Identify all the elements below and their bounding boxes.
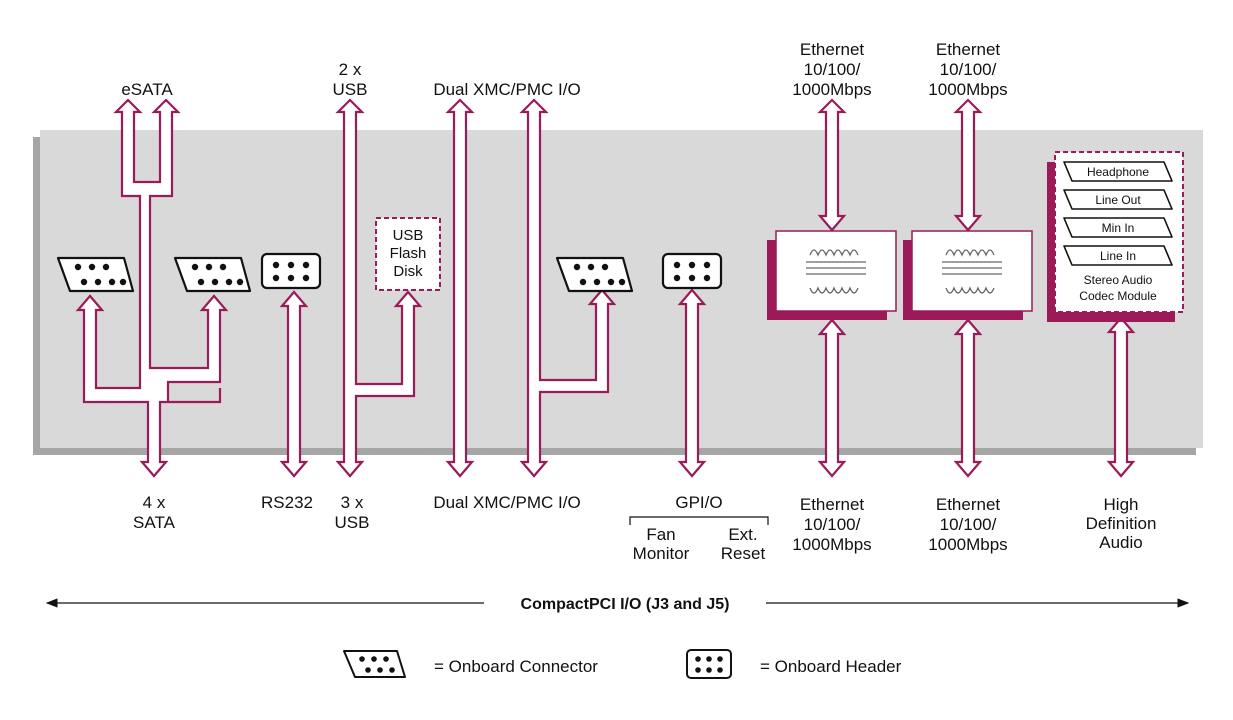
dsub-connector-icon (343, 650, 406, 678)
hda-label-3: Audio (1099, 533, 1142, 552)
usb-flash-label-1: USB (393, 227, 424, 244)
hda-label-2: Definition (1086, 514, 1157, 533)
fan-label-1: Fan (646, 525, 675, 544)
fan-label-2: Monitor (633, 544, 690, 563)
eth-top-1-line-1: Ethernet (800, 40, 865, 59)
mic-in-label: Min In (1102, 221, 1135, 235)
bus-label: CompactPCI I/O (J3 and J5) (521, 596, 730, 613)
line-in-jack-icon (1063, 245, 1173, 266)
legend: = Onboard Connector = Onboard Header (343, 649, 902, 679)
gpio-arrow (677, 288, 707, 478)
eth-bottom-1-line-2: 10/100/ (804, 515, 861, 534)
xmc-straight-arrow (445, 98, 475, 478)
sata-label-1: 4 x (143, 493, 166, 512)
usb-flash-label-3: Disk (393, 263, 423, 280)
codec-label-2: Codec Module (1079, 289, 1157, 303)
usb-bottom-label-2: USB (335, 513, 370, 532)
usb-flash-disk-box: USB Flash Disk (375, 217, 441, 291)
esata-sata-arrow-tree (75, 98, 229, 478)
legend-header-label: = Onboard Header (760, 657, 902, 676)
gpio-bracket (629, 516, 769, 525)
audio-arrow (1106, 316, 1136, 478)
sata-label-2: SATA (133, 513, 176, 532)
dsub-connector-icon (555, 256, 634, 293)
eth-top-1-line-3: 1000Mbps (792, 80, 871, 99)
eth-top-2-line-1: Ethernet (936, 40, 1001, 59)
xmc-bottom-label: Dual XMC/PMC I/O (433, 493, 580, 512)
audio-codec-module: Headphone Line Out Min In Line In Stereo… (1047, 151, 1184, 322)
ethernet-1-arrows (817, 98, 847, 478)
eth-bottom-2-line-3: 1000Mbps (928, 535, 1007, 554)
headphone-label: Headphone (1087, 165, 1149, 179)
dsub-connector-icon (173, 256, 252, 293)
line-in-label: Line In (1100, 249, 1136, 263)
headphone-jack-icon (1063, 161, 1173, 182)
usb-top-label-1: 2 x (339, 60, 362, 79)
rs232-label: RS232 (261, 493, 313, 512)
eth-bottom-2-line-1: Ethernet (936, 495, 1001, 514)
mic-in-jack-icon (1063, 217, 1173, 238)
pin-header-icon (661, 252, 723, 290)
usb-arrow-tree (335, 98, 423, 478)
line-out-label: Line Out (1095, 193, 1141, 207)
magnetics-transformer-icon (767, 230, 897, 320)
usb-flash-label-2: Flash (390, 245, 427, 262)
usb-bottom-label-1: 3 x (341, 493, 364, 512)
legend-connector-label: = Onboard Connector (434, 657, 598, 676)
reset-label-2: Reset (721, 544, 766, 563)
eth-top-2-line-3: 1000Mbps (928, 80, 1007, 99)
gpio-label: GPI/O (675, 493, 722, 512)
eth-top-2-line-2: 10/100/ (940, 60, 997, 79)
magnetics-transformer-icon (903, 230, 1033, 320)
rs232-arrow (279, 290, 309, 478)
codec-label-1: Stereo Audio (1084, 273, 1153, 287)
eth-bottom-1-line-3: 1000Mbps (792, 535, 871, 554)
ethernet-2-arrows (953, 98, 983, 478)
eth-bottom-1-line-1: Ethernet (800, 495, 865, 514)
eth-bottom-2-line-2: 10/100/ (940, 515, 997, 534)
esata-label: eSATA (121, 80, 173, 99)
xmc-top-label: Dual XMC/PMC I/O (433, 80, 580, 99)
line-out-jack-icon (1063, 189, 1173, 210)
pin-header-icon (686, 649, 732, 679)
hda-label-1: High (1104, 495, 1139, 514)
compactpci-bus: CompactPCI I/O (J3 and J5) (45, 596, 1190, 613)
xmc-branch-arrow (519, 98, 617, 478)
pin-header-icon (260, 252, 322, 290)
dsub-connector-icon (56, 256, 135, 293)
eth-top-1-line-2: 10/100/ (804, 60, 861, 79)
reset-label-1: Ext. (728, 525, 757, 544)
usb-top-label-2: USB (333, 80, 368, 99)
